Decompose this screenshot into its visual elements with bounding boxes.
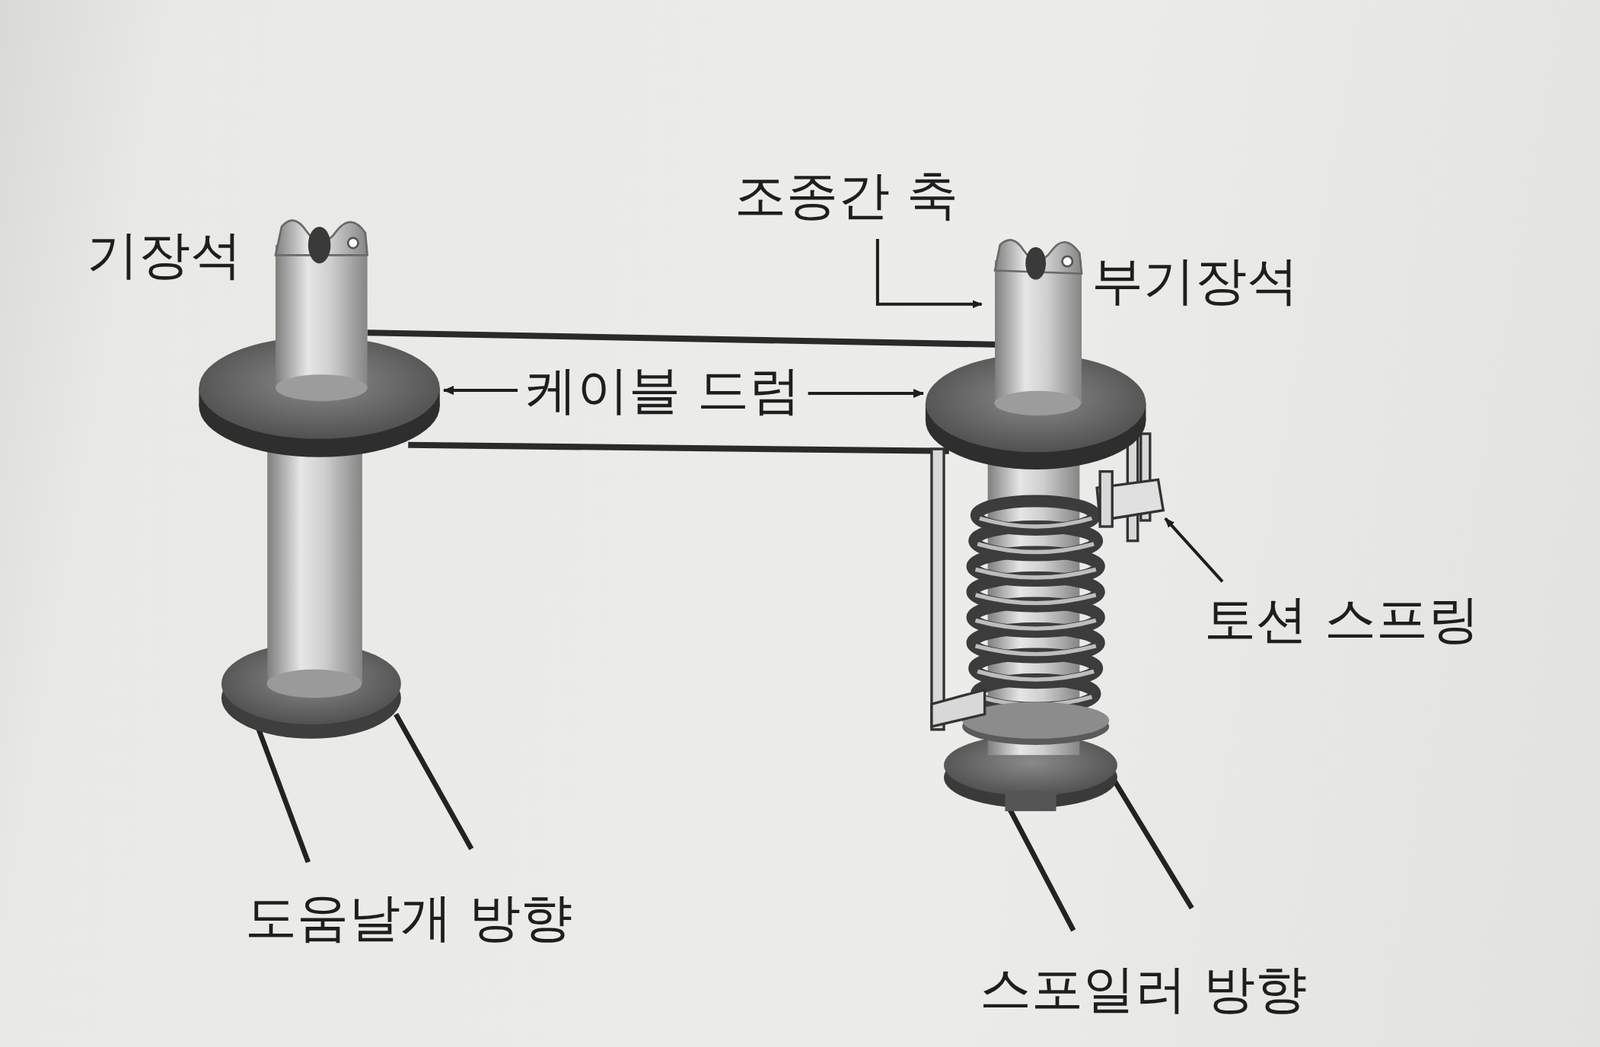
copilot-seat-label: 부기장석: [1091, 249, 1299, 313]
pilot-seat-label: 기장석: [86, 223, 243, 287]
leader-arrow: [808, 392, 924, 396]
shaft-label: 조종간 축: [734, 164, 959, 227]
spoiler-label: 스포일러 방향: [979, 958, 1307, 1021]
leader-arrow: [443, 388, 518, 393]
aileron-label: 도움날개 방향: [245, 886, 573, 950]
cable-drum-label: 케이블 드럼: [525, 359, 801, 422]
torsion-spring-label: 토션 스프링: [1204, 588, 1480, 651]
